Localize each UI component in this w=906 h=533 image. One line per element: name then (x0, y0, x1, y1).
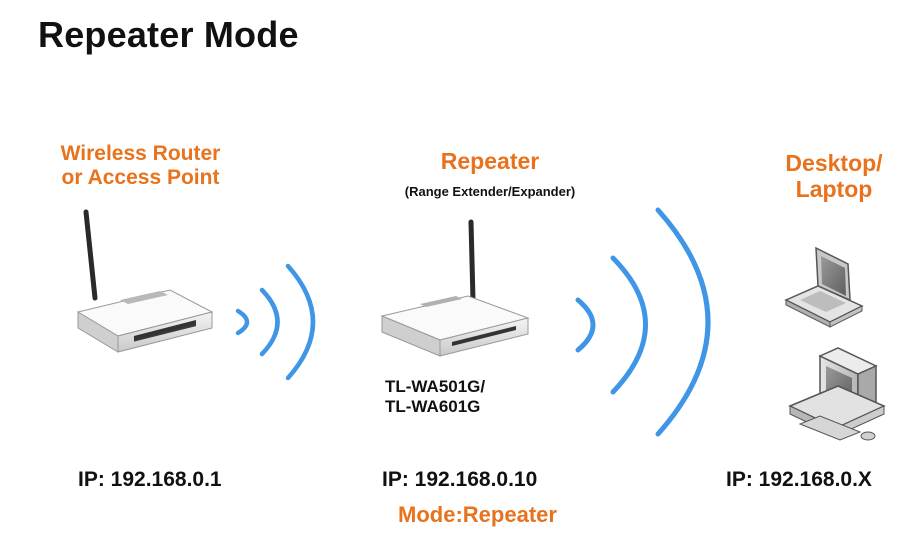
repeater-icon (380, 219, 530, 357)
client-label-line1: Desktop/ (785, 150, 883, 176)
client-label-line2: Laptop (795, 176, 873, 202)
router-label-line2: or Access Point (61, 166, 220, 189)
repeater-model-line1: TL-WA501G/ (385, 377, 486, 396)
repeater-model: TL-WA501G/ TL-WA601G (385, 377, 545, 417)
client-label: Desktop/ Laptop (760, 150, 906, 202)
repeater-mode: Mode:Repeater (398, 502, 557, 527)
router-ip: IP: 192.168.0.1 (78, 468, 222, 491)
wifi-wave-icon (235, 263, 316, 381)
repeater-ip: IP: 192.168.0.10 (382, 468, 538, 491)
page-title: Repeater Mode (38, 14, 299, 55)
router-icon (76, 209, 214, 353)
desktop-icon (788, 347, 886, 441)
repeater-sublabel: (Range Extender/Expander) (404, 184, 576, 199)
wifi-wave-icon-repeater (575, 207, 711, 437)
router-label: Wireless Router or Access Point (38, 142, 243, 190)
router-label-line1: Wireless Router (60, 142, 221, 165)
laptop-icon (784, 246, 864, 328)
repeater-model-line2: TL-WA601G (385, 397, 481, 416)
client-ip: IP: 192.168.0.X (726, 468, 872, 491)
repeater-label: Repeater (440, 148, 540, 174)
